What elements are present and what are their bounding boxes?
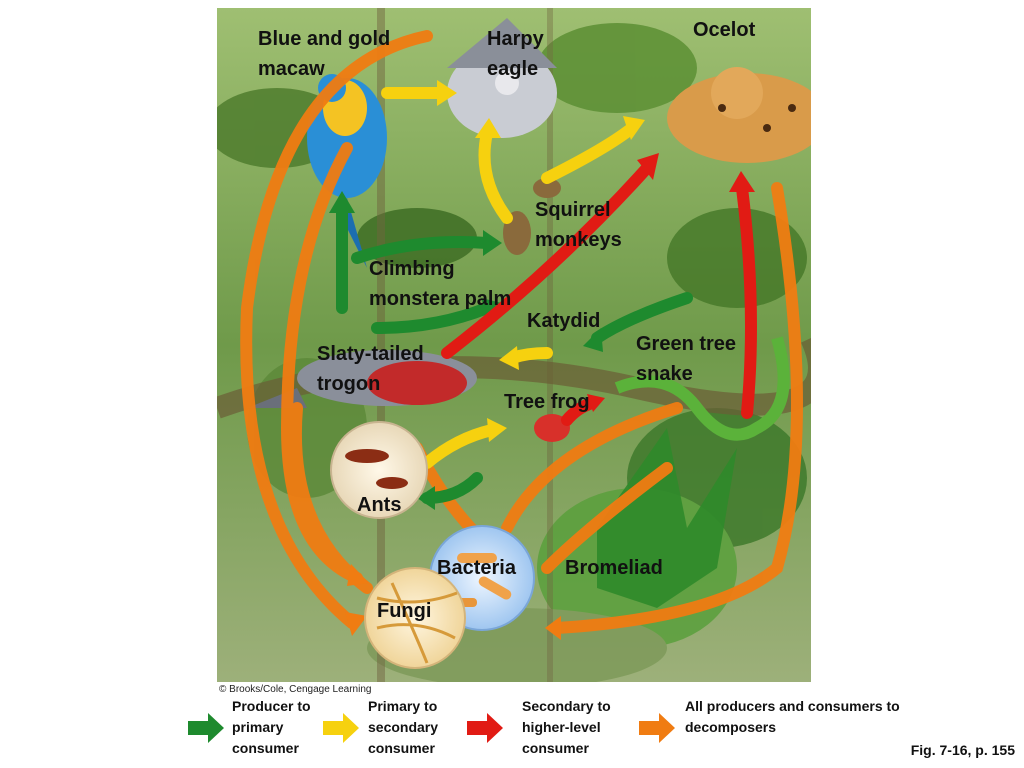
label-green-tree-snake: Green tree snake — [636, 333, 737, 385]
fungi-circle — [364, 567, 466, 669]
legend-label-producer: Producer to primary consumer — [232, 698, 311, 756]
frog-figure — [534, 414, 570, 442]
copyright-credit: © Brooks/Cole, Cengage Learning — [219, 684, 372, 695]
legend-green-arrow-icon — [188, 713, 224, 743]
arrows-primary-to-secondary — [381, 87, 638, 469]
legend-label-decomposers: All producers and consumers to decompose… — [685, 698, 900, 735]
label-ocelot: Ocelot — [693, 19, 756, 41]
label-katydid: Katydid — [527, 310, 601, 332]
legend-label-secondary: Secondary to higher-level consumer — [522, 698, 611, 756]
figure-reference: Fig. 7-16, p. 155 — [910, 742, 1015, 758]
bromeliad-figure — [597, 428, 737, 608]
snake-figure — [614, 336, 790, 441]
label-tree-frog: Tree frog — [504, 391, 590, 413]
label-macaw: Blue and gold macaw — [258, 28, 391, 80]
arrows-secondary-to-higher — [441, 162, 757, 426]
label-fungi: Fungi — [377, 600, 432, 622]
legend-orange-arrow-icon — [639, 713, 675, 743]
ocelot-figure — [667, 67, 811, 163]
label-slaty-tailed-trogon: Slaty-tailed trogon — [317, 343, 424, 395]
legend-red-arrow-icon — [467, 713, 503, 743]
legend-label-primary: Primary to secondary consumer — [368, 698, 439, 756]
legend-yellow-arrow-icon — [323, 713, 359, 743]
arrows-to-decomposers — [240, 30, 803, 634]
arrowheads-green — [329, 191, 603, 510]
ants-circle — [330, 421, 428, 519]
harpy-eagle-figure — [447, 18, 557, 138]
label-harpy-eagle: Harpy eagle — [487, 28, 544, 80]
arrowheads-yellow — [437, 80, 645, 442]
food-web-illustration: Blue and gold macaw Harpy eagle Ocelot S… — [217, 8, 811, 682]
arrowheads-red — [587, 153, 755, 412]
label-monstera-palm: Climbing monstera palm — [369, 258, 512, 310]
label-bromeliad: Bromeliad — [565, 557, 663, 579]
label-squirrel-monkeys: Squirrel monkeys — [535, 199, 622, 251]
label-ants: Ants — [357, 494, 402, 516]
label-bacteria: Bacteria — [437, 557, 516, 579]
